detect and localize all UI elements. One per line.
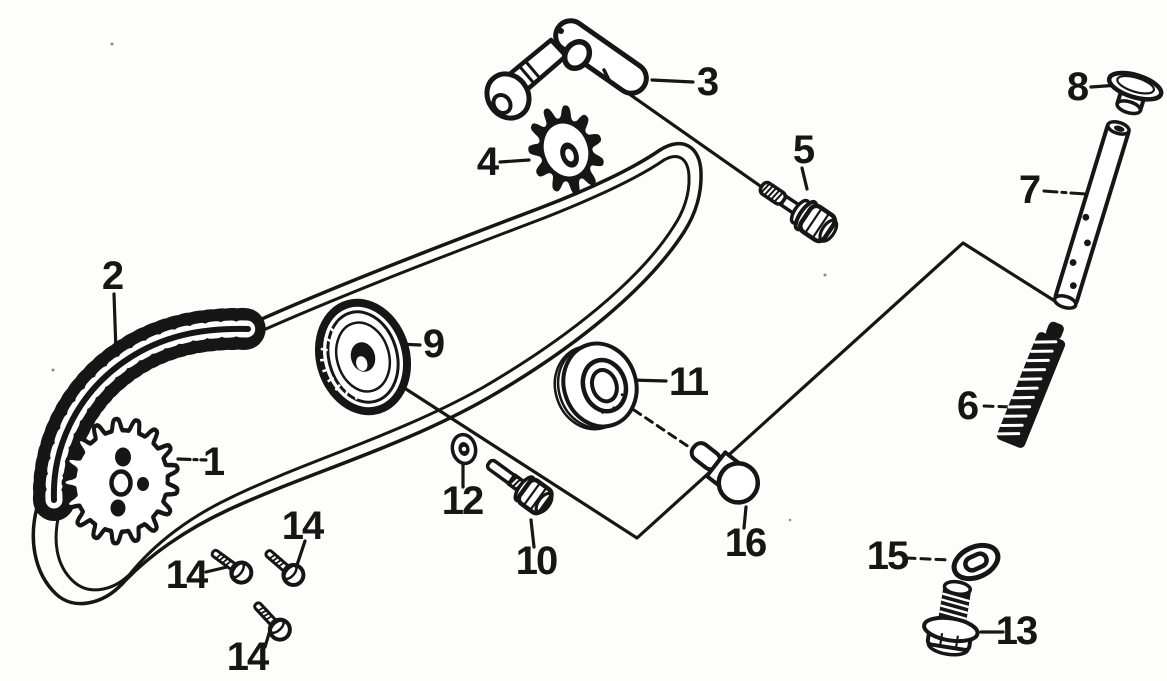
part-label-12: 12 xyxy=(441,479,484,523)
idler-sprocket xyxy=(528,105,604,195)
screw-14a xyxy=(210,548,254,585)
bolt-head xyxy=(516,477,554,516)
sprocket-center-hole xyxy=(109,469,133,497)
part-label-2: 2 xyxy=(101,254,124,298)
leader-6 xyxy=(982,404,1014,409)
part-label-14: 14 xyxy=(165,553,208,597)
guide-roller xyxy=(553,341,639,431)
crank-sprocket xyxy=(61,416,180,546)
rod-cap xyxy=(1106,70,1164,116)
part-label-11: 11 xyxy=(668,360,709,404)
pin-head xyxy=(716,461,761,505)
push-rod xyxy=(1052,119,1131,310)
sprocket-hole xyxy=(110,499,126,517)
leader-14a xyxy=(204,565,229,574)
tensioner-pin xyxy=(689,441,761,505)
part-label-14: 14 xyxy=(226,635,269,679)
part-label-9: 9 xyxy=(422,322,445,366)
part-label-10: 10 xyxy=(515,539,558,583)
spring-coils xyxy=(996,340,1058,436)
leader-1 xyxy=(176,457,208,462)
tensioner-roller xyxy=(314,298,412,416)
part-label-16: 16 xyxy=(724,521,767,565)
leader-4 xyxy=(498,158,531,164)
rim-hatch xyxy=(320,315,369,400)
part-label-4: 4 xyxy=(476,140,499,184)
leader-7 xyxy=(1042,189,1087,196)
scan-specks xyxy=(51,42,827,522)
bolt-head xyxy=(798,203,838,244)
leader-16 xyxy=(742,505,748,530)
bolt-flange xyxy=(922,615,980,644)
washer-small xyxy=(450,432,478,466)
part-label-14: 14 xyxy=(281,504,324,548)
part-label-13: 13 xyxy=(995,609,1038,653)
leader-15 xyxy=(904,556,952,562)
part-label-1: 1 xyxy=(202,440,225,484)
leader-3 xyxy=(650,78,695,84)
tensioner-spring xyxy=(996,321,1066,448)
screw-14b xyxy=(264,549,306,587)
screw-14c xyxy=(253,601,292,642)
tensioner-arm xyxy=(484,18,649,121)
roller-bolt xyxy=(485,458,554,516)
chain-guide-loop xyxy=(31,141,703,606)
roller-to-pin-dashed-line xyxy=(632,408,694,451)
cam-chain xyxy=(32,307,269,521)
part-label-15: 15 xyxy=(866,534,909,578)
sealing-bolt xyxy=(922,579,980,657)
part-label-3: 3 xyxy=(696,60,719,104)
leader-10 xyxy=(529,518,536,549)
part-label-5: 5 xyxy=(792,128,815,172)
tooth-root-dots xyxy=(533,111,599,189)
sprocket-hole xyxy=(137,477,149,491)
part-label-7: 7 xyxy=(1018,168,1041,212)
arm-pivot-hole xyxy=(491,92,513,116)
arm-bolt-hole xyxy=(561,39,593,71)
sprocket-hole xyxy=(115,447,131,467)
part-label-6: 6 xyxy=(956,384,979,428)
sealing-washer xyxy=(951,542,1001,582)
assembly-locator-line xyxy=(390,241,1060,540)
part-label-8: 8 xyxy=(1066,65,1089,109)
roller-bore xyxy=(589,368,619,404)
leader-5 xyxy=(800,166,809,191)
leader-14b xyxy=(295,539,307,567)
pivot-bolt xyxy=(758,180,839,244)
